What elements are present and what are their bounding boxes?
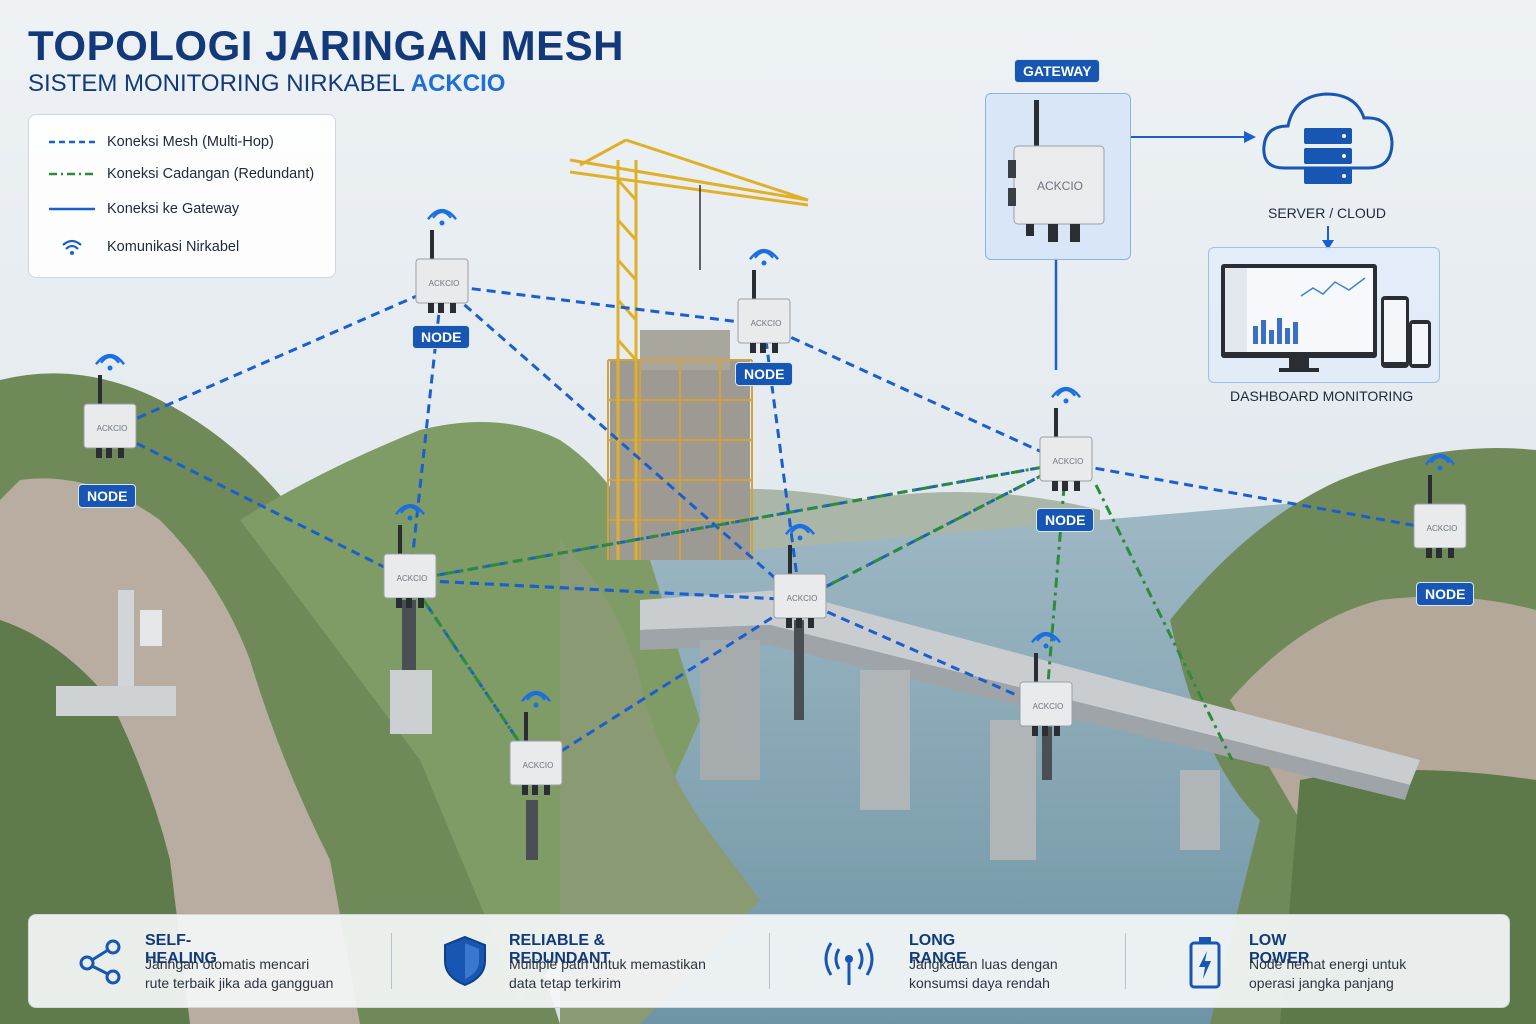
device-brand: ACKCIO [397, 574, 428, 583]
mesh-connection-line [109, 428, 411, 582]
wifi-icon [62, 239, 82, 255]
dashboard-illustration [1221, 264, 1431, 372]
device-brand: ACKCIO [1053, 457, 1084, 466]
share-network-icon [79, 939, 121, 985]
dashboard-label: DASHBOARD MONITORING [1230, 388, 1414, 404]
legend-label: Koneksi ke Gateway [107, 201, 240, 217]
node-tag-3: NODE [735, 362, 794, 386]
wifi-icon [95, 353, 125, 371]
server-label: SERVER / CLOUD [1268, 205, 1386, 221]
wifi-icon [1051, 386, 1081, 404]
feature-desc-line: operasi jangka panjang [1249, 975, 1394, 991]
device-brand: ACKCIO [97, 424, 128, 433]
dashed-green-line-icon [49, 172, 95, 176]
device-brand: ACKCIO [1427, 524, 1458, 533]
mesh-connection-line [1065, 461, 1441, 532]
mesh-connection-line [109, 283, 443, 432]
cloud-icon [1262, 92, 1394, 170]
feature-desc-line: Jangkauan luas dengan [909, 956, 1058, 972]
node-tag-2: NODE [412, 325, 471, 349]
device-brand: ACKCIO [523, 761, 554, 770]
gateway-device: ACKCIO [1008, 100, 1105, 242]
mesh-connection-line [763, 323, 1067, 465]
sensor-node-device[interactable]: ACKCIO [1039, 386, 1093, 491]
solid-blue-line-icon [49, 207, 95, 211]
wifi-icon [749, 248, 779, 266]
sensor-node-device[interactable]: ACKCIO [773, 523, 827, 628]
node-tag-1: NODE [78, 484, 137, 508]
feature-desc-line: rute terbaik jika ada gangguan [145, 975, 334, 991]
legend-item-gateway: Koneksi ke Gateway [47, 199, 239, 219]
device-brand: ACKCIO [787, 594, 818, 603]
wifi-icon [1425, 453, 1455, 471]
feature-title: SELF-HEALING [145, 932, 217, 967]
sensor-node-device[interactable]: ACKCIO [509, 690, 563, 795]
gateway-brand: ACKCIO [1037, 179, 1083, 193]
mesh-connection-line [409, 578, 801, 602]
feature-desc-line: konsumsi daya rendah [909, 975, 1050, 991]
sensor-node-device[interactable]: ACKCIO [1019, 631, 1073, 736]
gateway-tag: GATEWAY [1014, 59, 1101, 83]
feature-desc: Multiple path untuk memastikan data teta… [509, 955, 749, 993]
device-brand: ACKCIO [1033, 702, 1064, 711]
legend-label: Komunikasi Nirkabel [107, 239, 240, 255]
page-subtitle: SISTEM MONITORING NIRKABEL ACKCIO [28, 70, 505, 98]
wifi-icon [785, 523, 815, 541]
page-title: TOPOLOGI JARINGAN MESH [28, 22, 624, 69]
redundant-connection-line [1044, 462, 1068, 709]
feature-desc-line: data tetap terkirim [509, 975, 622, 991]
features-bar: SELF-HEALING Jaringan otomatis mencari r… [28, 914, 1510, 1008]
subtitle-prefix: SISTEM MONITORING NIRKABEL [28, 70, 405, 97]
wifi-icon [427, 208, 457, 226]
feature-desc-line: Jaringan otomatis mencari [145, 956, 310, 972]
legend-label: Koneksi Cadangan (Redundant) [107, 166, 315, 182]
redundant-connection-line [408, 579, 538, 768]
legend-item-mesh: Koneksi Mesh (Multi-Hop) [47, 132, 274, 152]
legend-panel: Koneksi Mesh (Multi-Hop) Koneksi Cadanga… [28, 114, 336, 278]
sensor-node-device[interactable]: ACKCIO [737, 248, 791, 353]
redundant-connection-line [799, 461, 1067, 602]
feature-title: RELIABLE & REDUNDANT [509, 932, 611, 967]
wifi-icon [521, 690, 551, 708]
divider [391, 933, 392, 989]
server-icon [1304, 128, 1352, 184]
sensor-node-device[interactable]: ACKCIO [1413, 453, 1467, 558]
feature-title: LONG RANGE [909, 932, 967, 967]
mesh-connection-line [441, 283, 801, 602]
mesh-connection-line [441, 283, 765, 327]
sensor-node-device[interactable]: ACKCIO [383, 503, 437, 608]
legend-label: Koneksi Mesh (Multi-Hop) [107, 134, 274, 150]
wifi-icon [395, 503, 425, 521]
mesh-connection-line [535, 598, 801, 769]
dashed-blue-line-icon [49, 140, 95, 144]
node-tag-5: NODE [1416, 582, 1475, 606]
dashboard-panel[interactable] [1208, 247, 1440, 383]
feature-desc-line: Multiple path untuk memastikan [509, 956, 706, 972]
redundant-connection-line [409, 461, 1067, 582]
antenna-signal-icon [824, 942, 874, 985]
divider [1125, 933, 1126, 989]
wifi-icon [1031, 631, 1061, 649]
feature-desc: Jaringan otomatis mencari rute terbaik j… [145, 955, 385, 993]
divider [769, 933, 770, 989]
mesh-connection-line [799, 461, 1067, 602]
legend-item-wireless: Komunikasi Nirkabel [47, 237, 239, 257]
redundant-connection-line [1094, 484, 1234, 761]
legend-item-redundant: Koneksi Cadangan (Redundant) [47, 164, 314, 184]
feature-desc-line: Node hemat energi untuk [1249, 956, 1407, 972]
device-brand: ACKCIO [751, 319, 782, 328]
node-tag-4: NODE [1036, 508, 1095, 532]
battery-icon [1189, 937, 1221, 989]
feature-desc: Node hemat energi untuk operasi jangka p… [1249, 955, 1489, 993]
sensor-node-device[interactable]: ACKCIO [83, 353, 137, 458]
subtitle-brand: ACKCIO [410, 70, 506, 97]
device-brand: ACKCIO [429, 279, 460, 288]
sensor-node-device[interactable]: ACKCIO [415, 208, 469, 313]
shield-icon [444, 935, 486, 987]
feature-title: LOW POWER [1249, 932, 1310, 967]
feature-desc: Jangkauan luas dengan konsumsi daya rend… [909, 955, 1149, 993]
